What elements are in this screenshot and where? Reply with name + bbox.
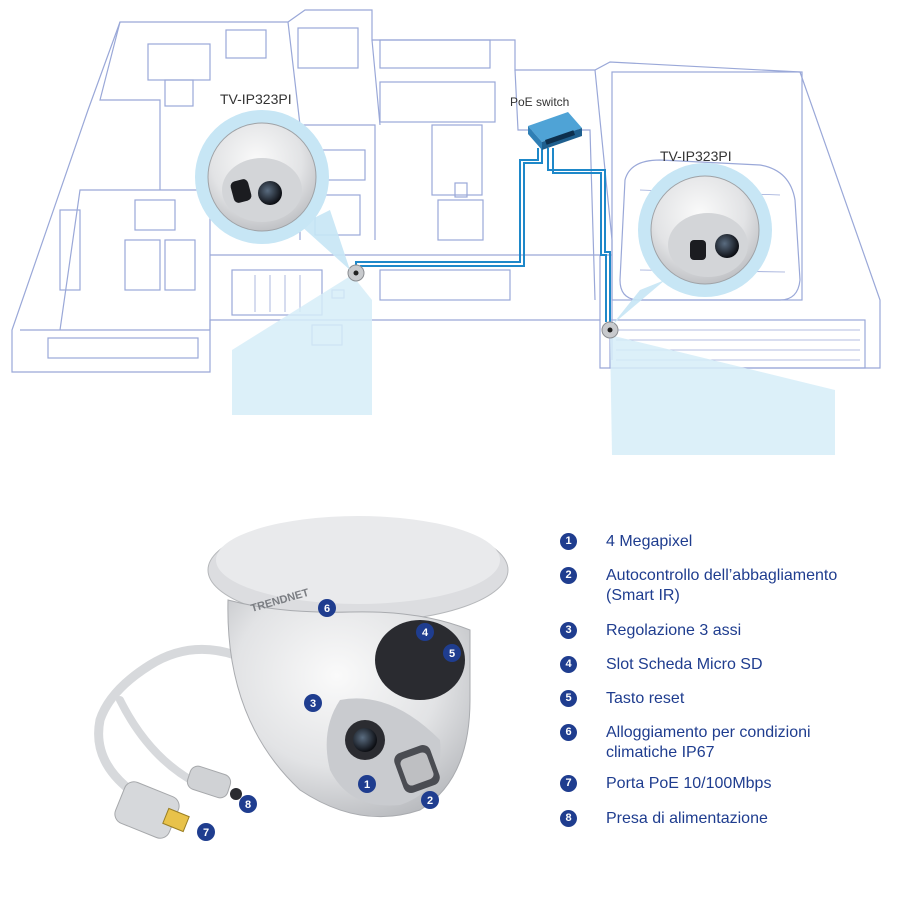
svg-text:4: 4 [422, 627, 429, 639]
legend-item-5: 5 Tasto reset [560, 689, 684, 709]
coverage-zone-right [610, 335, 835, 455]
legend-item-4: 4 Slot Scheda Micro SD [560, 655, 763, 675]
poe-cables [355, 148, 611, 322]
legend-text: Regolazione 3 assi [606, 622, 742, 639]
svg-text:5: 5 [449, 648, 455, 660]
svg-text:8: 8 [245, 799, 251, 811]
legend-item-2: 2 Autocontrollo dell’abbagliamento (Smar… [560, 566, 856, 606]
legend-text: Slot Scheda Micro SD [606, 656, 763, 673]
legend-text: Tasto reset [606, 690, 685, 707]
camera-marker-right [601, 321, 619, 339]
legend-text: Autocontrollo dell’abbagliamento (Smart … [606, 567, 838, 604]
svg-text:7: 7 [203, 827, 209, 839]
callout-2: 2 [421, 791, 439, 809]
callout-7: 7 [197, 823, 215, 841]
camera-bubble-left [195, 110, 350, 270]
svg-text:3: 3 [310, 698, 316, 710]
camera-product: TRENDNET [94, 516, 509, 839]
legend-text: Alloggiamento per condizioni climatiche … [606, 724, 811, 761]
camera-label-left: TV-IP323PI [220, 91, 292, 107]
legend-item-1: 1 4 Megapixel [560, 532, 692, 552]
legend-number: 3 [560, 622, 577, 639]
svg-text:2: 2 [427, 795, 433, 807]
legend-number: 6 [560, 724, 577, 741]
camera-bubble-right [612, 163, 772, 325]
callout-1: 1 [358, 775, 376, 793]
car-outline [619, 159, 801, 301]
legend-number: 2 [560, 567, 577, 584]
legend-item-3: 3 Regolazione 3 assi [560, 621, 741, 641]
legend-text: Presa di alimentazione [606, 810, 768, 827]
product-callouts: 6 4 5 3 1 2 8 7 [197, 599, 461, 841]
camera-label-right: TV-IP323PI [660, 148, 732, 164]
callout-5: 5 [443, 644, 461, 662]
callout-4: 4 [416, 623, 434, 641]
poe-switch-label: PoE switch [510, 95, 569, 109]
legend-number: 4 [560, 656, 577, 673]
svg-text:6: 6 [324, 603, 330, 615]
legend-text: 4 Megapixel [606, 533, 693, 550]
callout-3: 3 [304, 694, 322, 712]
legend-item-7: 7 Porta PoE 10/100Mbps [560, 774, 771, 794]
legend-number: 8 [560, 810, 577, 827]
svg-text:1: 1 [364, 779, 370, 791]
power-jack [186, 765, 242, 800]
ethernet-connector [114, 781, 190, 839]
legend-text: Porta PoE 10/100Mbps [606, 775, 772, 792]
legend-number: 1 [560, 533, 577, 550]
legend-item-6: 6 Alloggiamento per condizioni climatich… [560, 723, 836, 763]
poe-switch [528, 112, 582, 150]
camera-marker-left [347, 264, 365, 282]
legend-number: 7 [560, 775, 577, 792]
coverage-zone-left [232, 275, 372, 415]
floor-plan [11, 9, 881, 373]
house-outline [11, 9, 881, 373]
legend-item-8: 8 Presa di alimentazione [560, 809, 768, 829]
callout-6: 6 [318, 599, 336, 617]
legend-number: 5 [560, 690, 577, 707]
callout-8: 8 [239, 795, 257, 813]
